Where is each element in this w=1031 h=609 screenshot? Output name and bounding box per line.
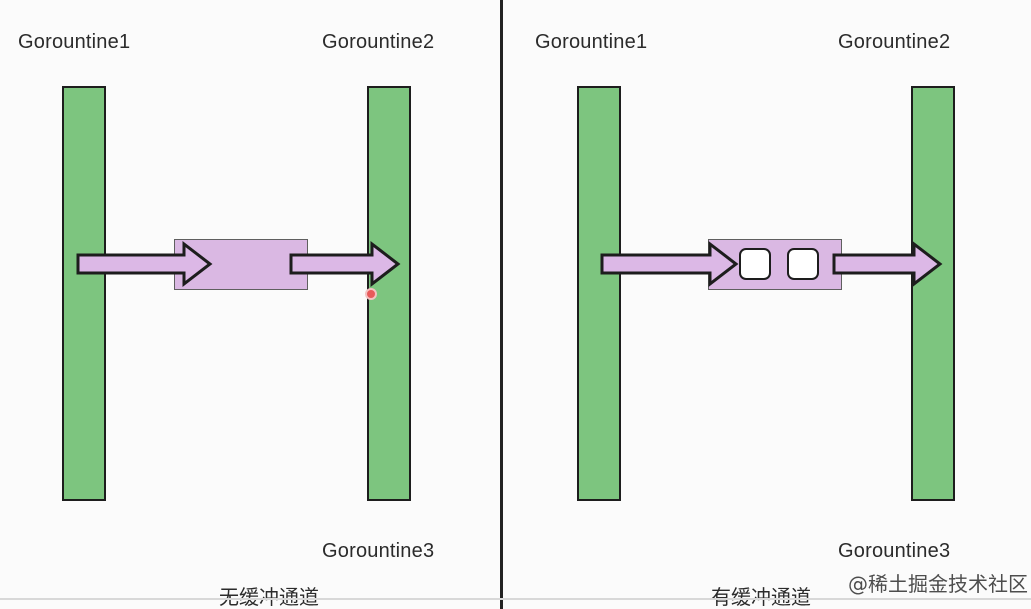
watermark: @稀土掘金技术社区 xyxy=(848,572,1028,596)
right-goroutine1-bar xyxy=(577,86,621,501)
right-goroutine2-bar xyxy=(911,86,955,501)
left-goroutine1-bar xyxy=(62,86,106,501)
right-caption: 有缓冲通道 xyxy=(711,585,811,609)
right-goroutine2-label: Gorountine2 xyxy=(838,31,951,53)
bottom-divider xyxy=(0,598,1031,600)
buffered-channel-box xyxy=(708,239,842,290)
unbuffered-channel-box xyxy=(174,239,308,290)
right-goroutine1-label: Gorountine1 xyxy=(535,31,648,53)
left-goroutine3-label: Gorountine3 xyxy=(322,540,435,562)
right-goroutine3-label: Gorountine3 xyxy=(838,540,951,562)
buffer-slot xyxy=(739,248,771,280)
panel-divider xyxy=(500,0,503,609)
buffer-slot xyxy=(787,248,819,280)
left-goroutine2-label: Gorountine2 xyxy=(322,31,435,53)
pointer-dot xyxy=(365,288,377,300)
left-caption: 无缓冲通道 xyxy=(219,585,319,609)
left-goroutine1-label: Gorountine1 xyxy=(18,31,131,53)
